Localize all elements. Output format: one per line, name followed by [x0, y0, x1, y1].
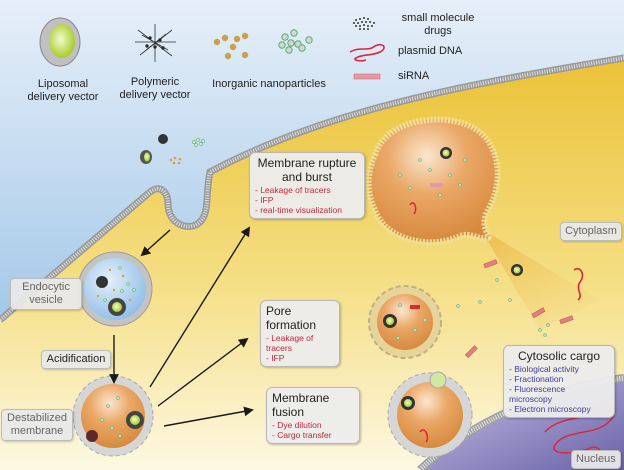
cytosolic-cargo-title: Cytosolic cargo — [517, 349, 601, 363]
destabilized-membrane-tag: Destabilized membrane — [1, 409, 73, 441]
legend-small-molecule-line1: small molecule — [401, 12, 475, 24]
legend-liposomal-line2: delivery vector — [27, 91, 99, 103]
nucleus-tag: Nucleus — [571, 450, 621, 469]
legend-liposomal-line1: Liposomal — [37, 78, 89, 90]
legend-inorganic-line1: Inorganic nanoparticles — [212, 78, 326, 90]
destabilized-line1: Destabilized — [7, 412, 67, 424]
fusion-title: Membrane fusion — [272, 391, 330, 419]
legend-polymeric-line1: Polymeric — [130, 76, 180, 88]
polymer-icon — [135, 24, 176, 62]
released-nanoparticles-icon — [456, 278, 550, 337]
arrow-to-rupture — [149, 226, 251, 388]
endocytic-vesicle-line1: Endocytic — [22, 281, 70, 293]
pore-method: - Leakage of tracers — [266, 333, 314, 353]
legend-inorganic-label: Inorganic nanoparticles — [206, 78, 332, 91]
endocytic-vesicle-tag: Endocytic vesicle — [10, 278, 82, 310]
small-molecule-icon — [353, 17, 375, 30]
cytosolic-method: - Fluorescence microscopy — [509, 384, 566, 404]
released-plasmid-dna-icon — [573, 267, 584, 301]
legend-polymeric-line2: delivery vector — [119, 89, 191, 101]
incoming-gold-particles-icon — [169, 156, 182, 165]
pore-title: Pore formation — [266, 304, 317, 332]
arrow-to-fusion — [163, 406, 254, 427]
released-sirna-icon — [464, 259, 574, 359]
liposome-icon — [39, 17, 81, 67]
escape-beam — [480, 228, 600, 330]
bursting-endosome — [365, 116, 501, 246]
rupture-methods: - Leakage of tracers - IFP - real-time v… — [255, 185, 359, 215]
sirna-icon — [353, 73, 381, 80]
rupture-method: - IFP — [255, 195, 274, 205]
legend-small-molecule-label: small molecule drugs — [398, 12, 478, 38]
legend-small-molecule-line2: drugs — [424, 25, 452, 37]
cytosolic-cargo-box: Cytosolic cargo - Biological activity - … — [503, 345, 615, 418]
pore-endosome — [368, 285, 442, 359]
fusion-methods: - Dye dilution - Cargo transfer — [272, 420, 354, 440]
fusion-method: - Cargo transfer — [272, 430, 332, 440]
silica-nanoparticle-icon — [278, 29, 313, 54]
cytoplasm-tag: Cytoplasm — [560, 222, 622, 241]
destabilized-line2: membrane — [10, 425, 64, 437]
legend-plasmid-label: plasmid DNA — [398, 45, 463, 57]
plasmid-dna-icon — [349, 43, 385, 62]
destabilized-endosome — [72, 375, 154, 457]
escaped-liposome-icon — [511, 264, 523, 276]
legend-sirna-label: siRNA — [398, 70, 430, 82]
incoming-liposome-icon — [140, 150, 152, 164]
rupture-title-line2: and burst — [281, 170, 333, 184]
legend-liposomal-label: Liposomal delivery vector — [18, 78, 108, 104]
rupture-method: - Leakage of tracers — [255, 185, 331, 195]
fusion-method: - Dye dilution — [272, 420, 322, 430]
legend-polymeric-label: Polymeric delivery vector — [112, 76, 198, 102]
gold-nanoparticle-icon — [213, 32, 249, 60]
rupture-method: - real-time visualization — [255, 205, 342, 215]
arrow-to-vesicle — [140, 229, 171, 257]
acidification-tag: Acidification — [41, 350, 111, 369]
cytosolic-method: - Fractionation — [509, 374, 564, 384]
incoming-polymer-icon — [158, 134, 168, 144]
membrane-fusion-box: Membrane fusion - Dye dilution - Cargo t… — [266, 387, 360, 444]
endocytic-vesicle — [77, 251, 153, 327]
endocytic-vesicle-line2: vesicle — [29, 294, 63, 306]
cytosolic-method: - Biological activity — [509, 364, 579, 374]
rupture-title-line1: Membrane rupture — [257, 156, 357, 170]
process-arrows — [109, 226, 254, 427]
pore-methods: - Leakage of tracers - IFP — [266, 333, 334, 363]
fusion-endosome — [387, 371, 473, 458]
pore-formation-box: Pore formation - Leakage of tracers - IF… — [260, 300, 340, 367]
cytosolic-cargo-methods: - Biological activity - Fractionation - … — [509, 364, 609, 414]
cytosolic-method: - Electron microscopy — [509, 404, 591, 414]
arrow-to-pore — [157, 337, 249, 407]
rupture-box: Membrane rupture and burst - Leakage of … — [249, 152, 365, 219]
pore-method: - IFP — [266, 353, 285, 363]
incoming-silica-particles-icon — [192, 138, 205, 147]
